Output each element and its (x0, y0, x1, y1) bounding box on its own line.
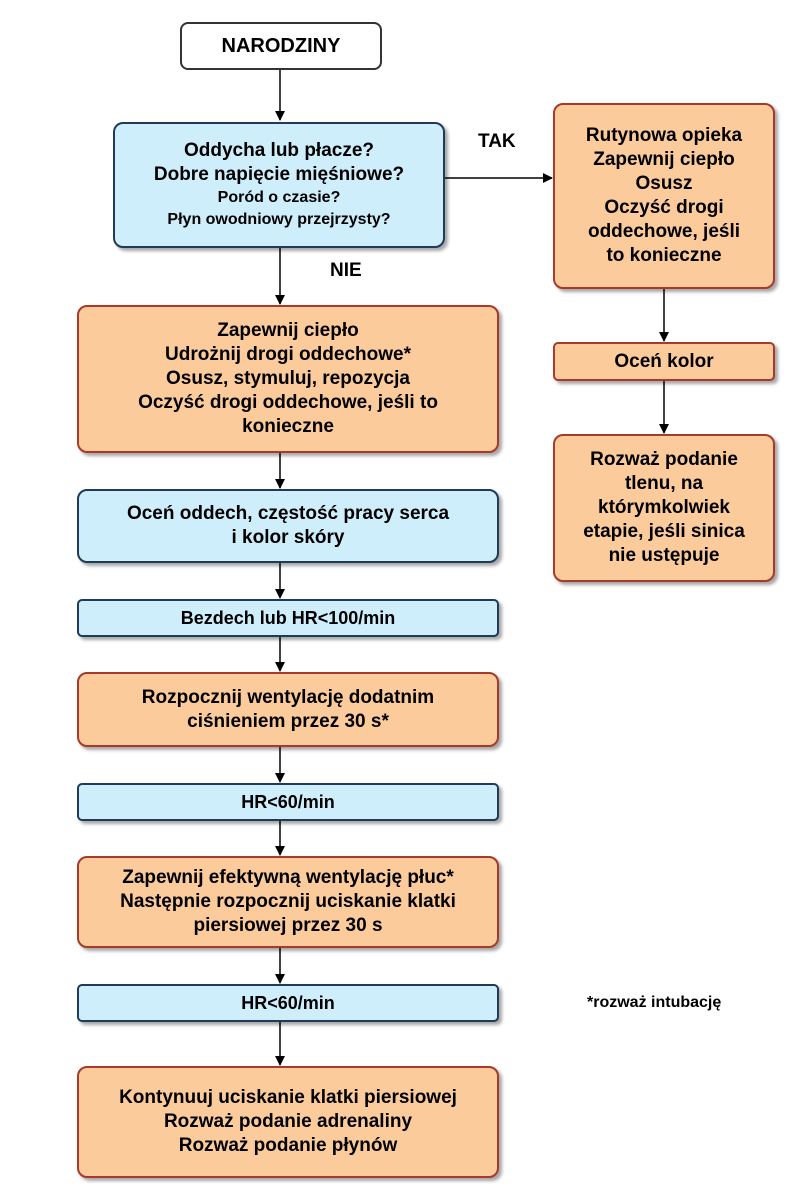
final-box: Kontynuuj uciskanie klatki piersiowej Ro… (77, 1066, 499, 1178)
no-label: NIE (330, 260, 362, 281)
ppv-line-1: Rozpocznij wentylację dodatnim (141, 686, 435, 708)
apnea-box: Bezdech lub HR<100/min (77, 599, 499, 637)
color-assessment-label: Oceń kolor (614, 350, 714, 372)
routine-line-2: Zapewnij ciepło (593, 149, 735, 170)
assess-question-1: Oddycha lub płacze? (183, 140, 375, 161)
compressions-line-1: Zapewnij efektywną wentylację płuc* (122, 867, 454, 888)
initial-line-2: Udrożnij drogi oddechowe* (165, 344, 411, 365)
routine-line-6: to konieczne (606, 245, 722, 266)
routine-line-5: oddechowe, jeśli (587, 221, 741, 242)
routine-care-box: Rutynowa opieka Zapewnij ciepło Osusz Oc… (553, 103, 775, 289)
evaluate-line-1: Oceń oddech, częstość pracy serca (126, 503, 450, 524)
initial-steps-box: Zapewnij ciepło Udrożnij drogi oddechowe… (77, 305, 499, 453)
oxygen-line-4: etapie, jeśli sinica (583, 521, 745, 542)
apnea-label: Bezdech lub HR<100/min (180, 608, 396, 628)
initial-line-1: Zapewnij ciepło (217, 320, 359, 341)
routine-line-3: Osusz (635, 173, 693, 194)
yes-label: TAK (478, 131, 516, 152)
oxygen-box: Rozważ podanie tlenu, na którymkolwiek e… (553, 434, 775, 582)
hr-check-1-box: HR<60/min (77, 783, 499, 821)
initial-line-4: Oczyść drogi oddechowe, jeśli to (138, 392, 438, 413)
start-label: NARODZINY (221, 35, 341, 57)
routine-line-1: Rutynowa opieka (585, 125, 743, 146)
hr-check-1-label: HR<60/min (241, 792, 335, 812)
assess-question-2: Dobre napięcie mięśniowe? (153, 164, 405, 185)
hr-check-2-label: HR<60/min (241, 993, 335, 1013)
evaluate-box: Oceń oddech, częstość pracy serca i kolo… (77, 489, 499, 563)
assess-question-3: Poród o czasie? (217, 189, 341, 206)
assessment-box: Oddycha lub płacze? Dobre napięcie mięśn… (113, 122, 445, 248)
initial-line-3: Osusz, stymuluj, repozycja (166, 368, 410, 389)
final-line-3: Rozważ podanie płynów (178, 1135, 398, 1156)
final-line-2: Rozważ podanie adrenaliny (163, 1111, 413, 1132)
initial-line-5: konieczne (242, 416, 334, 437)
ppv-box: Rozpocznij wentylację dodatnim ciśnienie… (77, 672, 499, 747)
compressions-line-3: piersiowej przez 30 s (193, 915, 383, 936)
intubation-footnote: *rozważ intubację (587, 994, 722, 1011)
compressions-box: Zapewnij efektywną wentylację płuc* Nast… (77, 856, 499, 948)
start-node: NARODZINY (180, 22, 382, 70)
evaluate-line-2: i kolor skóry (231, 527, 345, 548)
color-assessment-box: Oceń kolor (553, 342, 775, 381)
hr-check-2-box: HR<60/min (77, 984, 499, 1022)
oxygen-line-5: nie ustępuje (608, 545, 720, 566)
routine-line-4: Oczyść drogi (604, 197, 724, 218)
compressions-line-2: Następnie rozpocznij uciskanie klatki (120, 891, 456, 912)
ppv-line-2: ciśnieniem przez 30 s* (187, 710, 389, 732)
oxygen-line-3: którymkolwiek (598, 497, 730, 518)
assess-question-4: Płyn owodniowy przejrzysty? (167, 211, 391, 228)
oxygen-line-1: Rozważ podanie (590, 449, 738, 470)
final-line-1: Kontynuuj uciskanie klatki piersiowej (119, 1087, 457, 1108)
oxygen-line-2: tlenu, na (624, 473, 704, 494)
